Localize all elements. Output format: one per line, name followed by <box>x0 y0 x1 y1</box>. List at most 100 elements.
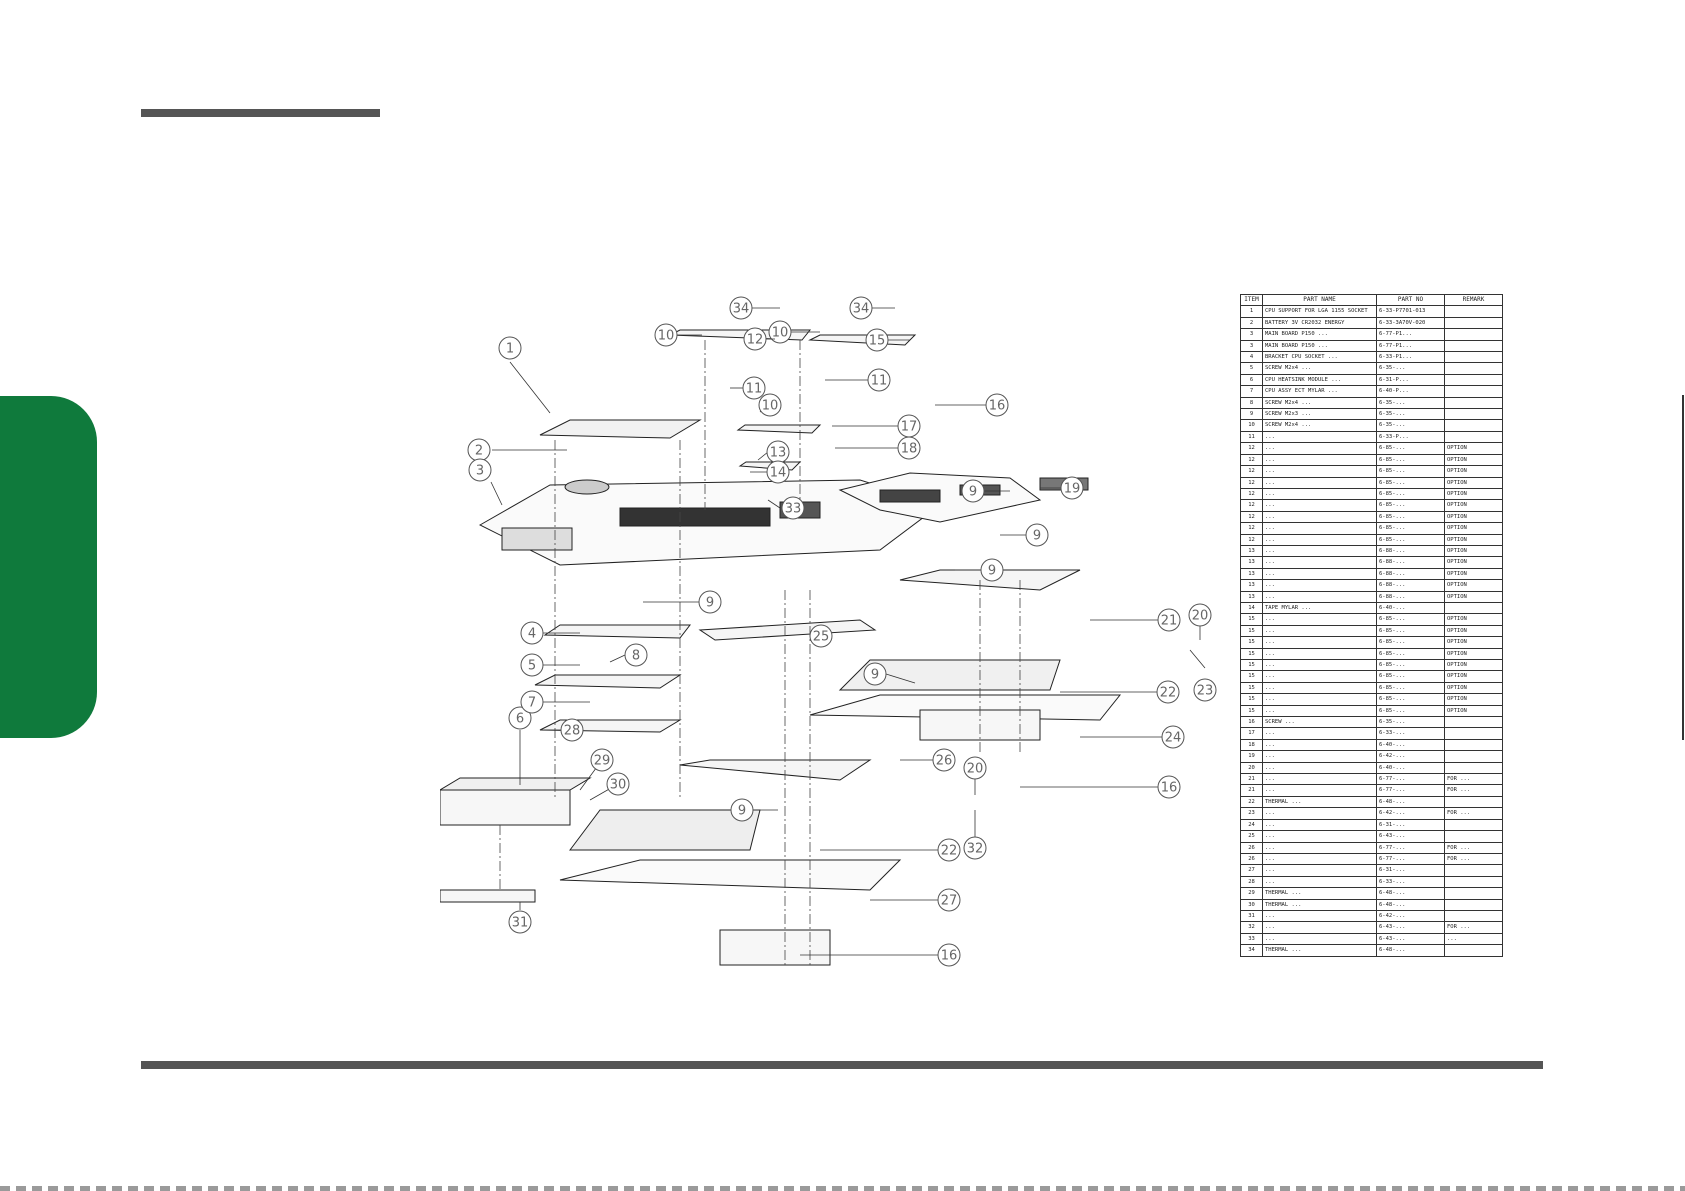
svg-text:1: 1 <box>506 342 514 357</box>
part-name-cell: ... <box>1262 818 1377 832</box>
part-no-cell: 6-33-3A70V-020 <box>1376 316 1445 330</box>
part-no-cell: 6-48-... <box>1376 898 1445 911</box>
item-cell: 7 <box>1240 385 1263 398</box>
part-no-cell: 6-48-... <box>1376 887 1445 900</box>
callout: 9 <box>863 662 916 686</box>
table-row: 15...6-85-...OPTION <box>1240 658 1503 672</box>
part-name-cell: CPU SUPPORT FOR LGA 1155 SOCKET <box>1262 305 1377 318</box>
remark-cell: OPTION <box>1444 624 1503 638</box>
callout: 30 <box>589 772 630 801</box>
callout: 34 <box>849 296 895 320</box>
item-cell: 1 <box>1240 305 1263 318</box>
table-row: 33...6-43-...... <box>1240 932 1503 946</box>
part-no-cell: 6-85-... <box>1376 613 1445 626</box>
remark-cell: OPTION <box>1444 704 1503 718</box>
part-no-cell: 6-85-... <box>1376 658 1445 672</box>
item-cell: 13 <box>1240 590 1263 603</box>
table-row: 21...6-77-...FOR ... <box>1240 784 1503 797</box>
svg-text:17: 17 <box>901 420 918 435</box>
part-name-cell: ... <box>1262 738 1377 752</box>
item-cell: 23 <box>1240 807 1263 820</box>
item-column-header: ITEM <box>1240 293 1263 307</box>
remark-cell <box>1444 818 1503 832</box>
callout: 10 <box>768 320 820 344</box>
part-name-cell: ... <box>1262 727 1377 740</box>
part-name-cell: ... <box>1262 579 1377 592</box>
callout: 9 <box>955 558 1004 582</box>
table-row: 13...6-88-...OPTION <box>1240 556 1503 569</box>
item-cell: 11 <box>1240 430 1263 444</box>
part-name-cell: ... <box>1262 510 1377 524</box>
table-row: 18...6-40-... <box>1240 738 1503 752</box>
part-name-cell: ... <box>1262 658 1377 672</box>
item-cell: 28 <box>1240 875 1263 889</box>
part-name-cell: ... <box>1262 544 1377 558</box>
svg-text:11: 11 <box>871 374 888 389</box>
svg-text:9: 9 <box>738 804 746 819</box>
table-row: 23...6-42-...FOR ... <box>1240 807 1503 820</box>
callout: 4 <box>520 621 580 645</box>
remark-cell <box>1444 909 1503 923</box>
part-name-cell: ... <box>1262 624 1377 638</box>
item-cell: 24 <box>1240 818 1263 832</box>
callout: 21 <box>1090 608 1181 632</box>
remark-cell <box>1444 761 1503 775</box>
part-name-cell: ... <box>1262 499 1377 512</box>
svg-text:2: 2 <box>475 444 483 459</box>
part-name-cell: ... <box>1262 636 1377 649</box>
remark-cell <box>1444 716 1503 729</box>
svg-text:5: 5 <box>528 659 536 674</box>
remark-cell <box>1444 750 1503 763</box>
remark-cell: OPTION <box>1444 658 1503 672</box>
part-no-cell: 6-33-P... <box>1376 430 1445 444</box>
remark-cell: OPTION <box>1444 476 1503 489</box>
remark-cell: FOR ... <box>1444 807 1503 820</box>
part-name-cell: BRACKET CPU SOCKET ... <box>1262 351 1377 364</box>
item-cell: 12 <box>1240 465 1263 478</box>
svg-text:22: 22 <box>1160 686 1177 701</box>
part-no-cell: 6-77-P1... <box>1376 328 1445 341</box>
callout: 34 <box>729 296 780 320</box>
item-cell: 6 <box>1240 373 1263 387</box>
item-cell: 13 <box>1240 567 1263 581</box>
item-cell: 12 <box>1240 522 1263 535</box>
callout: 26 <box>900 748 956 772</box>
svg-text:10: 10 <box>762 399 779 414</box>
part-name-cell: ... <box>1262 841 1377 854</box>
table-row: 15...6-85-...OPTION <box>1240 681 1503 695</box>
footer-rule <box>141 1061 1543 1069</box>
part-name-cell: SCREW M2x3 ... <box>1262 408 1377 421</box>
svg-text:6: 6 <box>516 712 524 727</box>
table-row: 32...6-43-...FOR ... <box>1240 921 1503 934</box>
remark-column-header: REMARK <box>1444 293 1503 307</box>
table-row: 15...6-85-...OPTION <box>1240 647 1503 661</box>
table-row: 15...6-85-...OPTION <box>1240 693 1503 706</box>
table-row: 26...6-77-...FOR ... <box>1240 841 1503 854</box>
part-name-column-header: PART NAME <box>1262 293 1377 307</box>
item-cell: 29 <box>1240 887 1263 900</box>
item-cell: 15 <box>1240 636 1263 649</box>
part-name-cell: CPU HEATSINK MODULE ... <box>1262 373 1377 387</box>
table-row: 13...6-88-...OPTION <box>1240 579 1503 592</box>
callout: 19 <box>1040 476 1084 500</box>
svg-text:27: 27 <box>941 894 958 909</box>
svg-text:9: 9 <box>988 564 996 579</box>
remark-cell <box>1444 887 1503 900</box>
part-name-cell: ... <box>1262 590 1377 603</box>
item-cell: 12 <box>1240 510 1263 524</box>
item-cell: 30 <box>1240 898 1263 911</box>
callout: 9 <box>1000 523 1049 547</box>
part-name-cell: THERMAL ... <box>1262 898 1377 911</box>
item-cell: 25 <box>1240 830 1263 843</box>
part-no-cell: 6-43-... <box>1376 830 1445 843</box>
part-no-cell: 6-31-... <box>1376 818 1445 832</box>
part-name-cell: ... <box>1262 750 1377 763</box>
part-name-cell: SCREW ... <box>1262 716 1377 729</box>
part-no-cell: 6-85-... <box>1376 681 1445 695</box>
remark-cell <box>1444 328 1503 341</box>
part-no-cell: 6-42-... <box>1376 750 1445 763</box>
